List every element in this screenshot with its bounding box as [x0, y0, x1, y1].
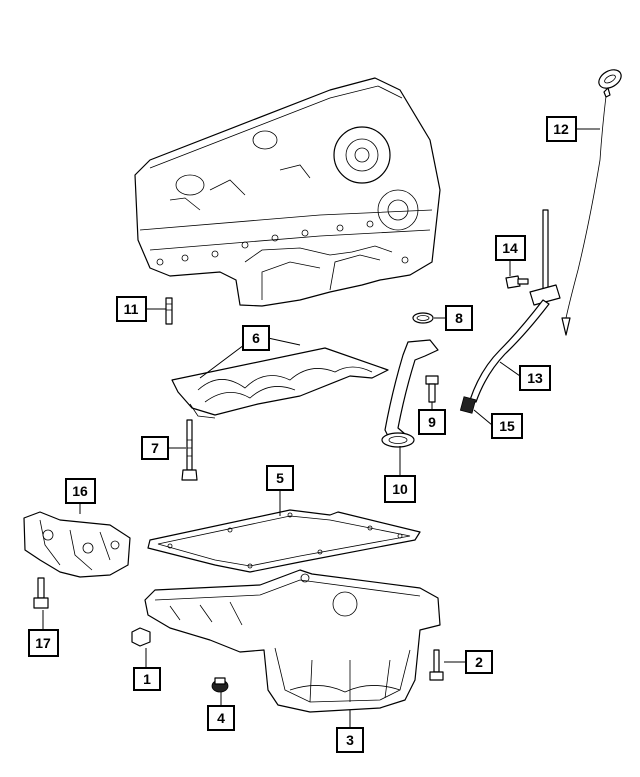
part-11-stud	[165, 297, 173, 325]
part-6-windage-tray	[171, 347, 389, 419]
callout-11: 11	[116, 296, 147, 322]
callout-14: 14	[495, 235, 526, 261]
part-12-dipstick	[561, 69, 622, 336]
callout-9: 9	[418, 409, 446, 435]
callout-6: 6	[242, 325, 270, 351]
callout-16: 16	[65, 478, 96, 504]
callout-5: 5	[266, 465, 294, 491]
part-4-plug	[211, 677, 229, 693]
part-1-drain-plug	[131, 627, 151, 647]
callout-15: 15	[491, 413, 523, 439]
callout-4: 4	[207, 705, 235, 731]
callout-2: 2	[465, 650, 493, 674]
part-7-bolt	[181, 419, 198, 481]
callout-label: 7	[151, 440, 159, 456]
callout-label: 6	[252, 330, 260, 346]
part-14-bolt	[505, 275, 529, 289]
part-3-oil-pan	[144, 569, 441, 713]
part-10-oil-pickup	[381, 339, 439, 448]
callout-label: 15	[499, 418, 515, 434]
part-5-gasket	[147, 509, 421, 573]
callout-17: 17	[28, 629, 59, 657]
callout-label: 13	[527, 370, 543, 386]
callout-8: 8	[445, 305, 473, 331]
callout-label: 5	[276, 470, 284, 486]
callout-13: 13	[519, 365, 551, 391]
callout-label: 2	[475, 654, 483, 670]
callout-label: 3	[346, 732, 354, 748]
callout-7: 7	[141, 436, 169, 460]
callout-label: 9	[428, 414, 436, 430]
callout-label: 16	[72, 483, 88, 499]
part-2-bolt	[429, 649, 444, 681]
callout-label: 17	[35, 635, 51, 651]
callout-label: 14	[502, 240, 518, 256]
callout-10: 10	[384, 475, 416, 503]
callout-label: 1	[143, 671, 151, 687]
callout-label: 8	[455, 310, 463, 326]
part-9-bolt	[425, 375, 439, 403]
callout-label: 12	[553, 121, 569, 137]
part-8-o-ring	[412, 312, 434, 324]
engine-block	[134, 77, 441, 307]
callout-label: 10	[392, 481, 408, 497]
part-17-bolt	[33, 577, 49, 609]
callout-1: 1	[133, 667, 161, 691]
callout-label: 4	[217, 710, 225, 726]
callout-3: 3	[336, 727, 364, 753]
callout-label: 11	[124, 301, 139, 317]
callout-12: 12	[546, 116, 577, 142]
part-16-bracket	[23, 511, 131, 578]
part-13-dipstick-tube	[459, 209, 561, 414]
